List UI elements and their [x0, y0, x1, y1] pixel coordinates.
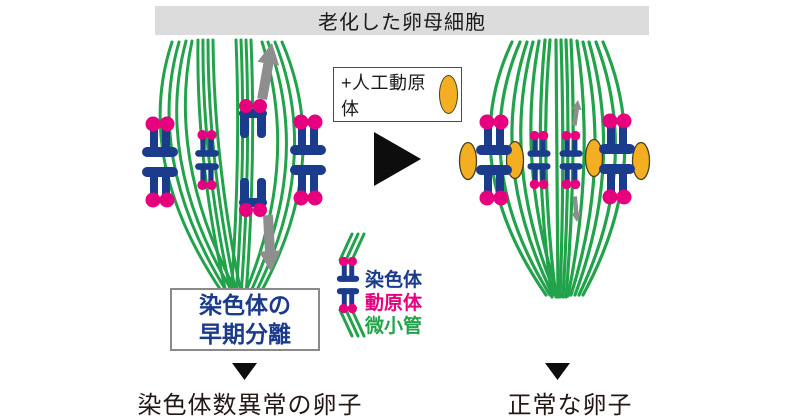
legend-label-kinetochore: 動原体	[365, 293, 423, 314]
title-banner: 老化した卵母細胞	[155, 6, 649, 35]
artificial-kinetochore-icon	[439, 75, 458, 114]
legend-label-microtubule: 微小管	[365, 316, 423, 337]
page-title: 老化した卵母細胞	[318, 12, 486, 34]
premature-separation-box: 染色体の 早期分離	[170, 288, 320, 351]
artificial-kinetochore-oval	[631, 141, 651, 181]
treatment-box: +人工動原体	[333, 67, 462, 122]
result-arrow-left	[232, 363, 257, 380]
legend-label-chromosome: 染色体	[365, 270, 423, 291]
right-spindle	[458, 38, 651, 299]
outcome-label-abnormal-egg: 染色体数異常の卵子	[137, 392, 363, 419]
left-spindle	[142, 38, 326, 297]
legend-bivalent	[336, 256, 360, 314]
transition-arrow-right	[374, 132, 421, 186]
artificial-kinetochore-oval	[458, 141, 478, 181]
microtubules-left	[158, 38, 305, 297]
treatment-label: +人工動原体	[341, 72, 427, 119]
separation-arrow-down	[257, 214, 282, 273]
premature-separation-label: 染色体の 早期分離	[199, 291, 291, 347]
legend-microtubule-lines	[338, 232, 366, 338]
result-arrow-right	[545, 363, 570, 380]
outcome-label-normal-egg: 正常な卵子	[507, 392, 633, 419]
legend-icon	[336, 232, 366, 338]
